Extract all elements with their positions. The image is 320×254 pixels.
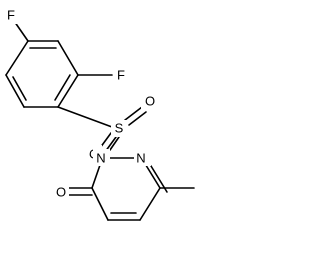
fluorine-4-label: F bbox=[7, 8, 15, 23]
pyridazinone-ring bbox=[67, 157, 195, 221]
fluorine-2-label: F bbox=[117, 68, 125, 83]
ring-nitrogen-2-label: N bbox=[136, 151, 145, 166]
ring-nitrogen-1-label: N bbox=[96, 151, 105, 166]
carbonyl-oxygen-label: O bbox=[56, 185, 66, 200]
sulfur-label: S bbox=[115, 121, 124, 136]
molecule-structure: F F S O O N N O bbox=[3, 7, 195, 221]
atom-labels: F F S O O N N O bbox=[3, 7, 158, 200]
difluorophenyl-ring bbox=[5, 40, 79, 108]
substituent-bonds bbox=[11, 17, 147, 153]
sulfonyl-oxygen-upper-label: O bbox=[145, 94, 155, 109]
